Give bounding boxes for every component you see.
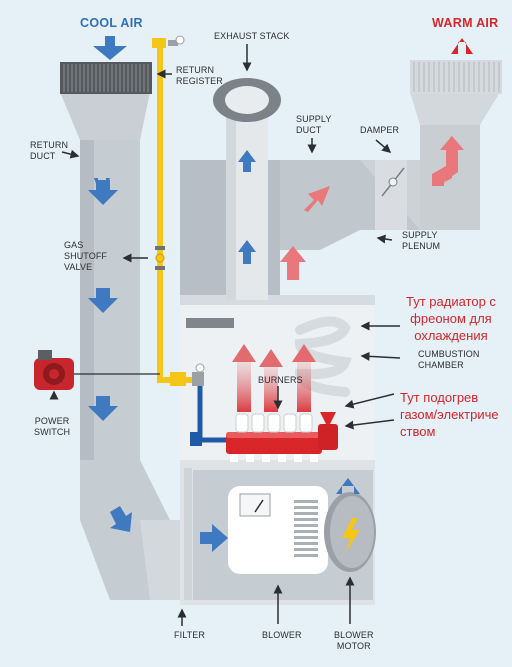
filter-label: FILTER <box>174 630 205 640</box>
exhaust-stack <box>213 78 281 300</box>
gas-shutoff-valve-label: GAS SHUTOFF VALVE <box>64 240 108 272</box>
power-switch-icon <box>34 350 160 390</box>
supply-plenum-label: SUPPLY PLENUM <box>402 230 441 251</box>
cumbustion-chamber-label: CUMBUSTION CHAMBER <box>418 349 480 370</box>
blower-unit <box>228 486 328 574</box>
burner-valve-icon <box>170 363 205 386</box>
burners-label: BURNERS <box>258 375 303 385</box>
damper <box>381 167 405 197</box>
cool-air-arrows <box>88 36 360 552</box>
supply-duct-label: SUPPLY DUCT <box>296 114 332 135</box>
cool-air-label: COOL AIR <box>80 16 143 30</box>
radiator-annotation: Тут радиатор с фреоном для охлаждения <box>406 294 496 343</box>
heater-annotation: Тут подогрев газом/электриче ством <box>400 390 499 439</box>
return-register-label: RETURN REGISTER <box>176 65 223 86</box>
power-switch-label: POWER SWITCH <box>34 416 71 437</box>
exhaust-stack-label: EXHAUST STACK <box>214 31 290 41</box>
damper-label: DAMPER <box>360 125 400 135</box>
flame-arrows <box>232 344 316 412</box>
blower-motor-label: BLOWER MOTOR <box>334 630 374 651</box>
return-grille <box>60 62 152 94</box>
exhaust-arrows <box>238 150 256 264</box>
supply-grille <box>410 60 502 94</box>
gas-shutoff-valve-icon <box>155 246 165 270</box>
pointer-arrows <box>49 44 401 626</box>
return-register-valve-icon <box>152 35 185 48</box>
warm-air-label: WARM AIR <box>432 16 499 30</box>
return-duct-label: RETURN DUCT <box>30 140 69 161</box>
burner-assembly <box>226 412 338 462</box>
warm-air-arrows <box>280 38 473 280</box>
blower-label: BLOWER <box>262 630 302 640</box>
lightning-bolt-icon <box>342 518 360 552</box>
